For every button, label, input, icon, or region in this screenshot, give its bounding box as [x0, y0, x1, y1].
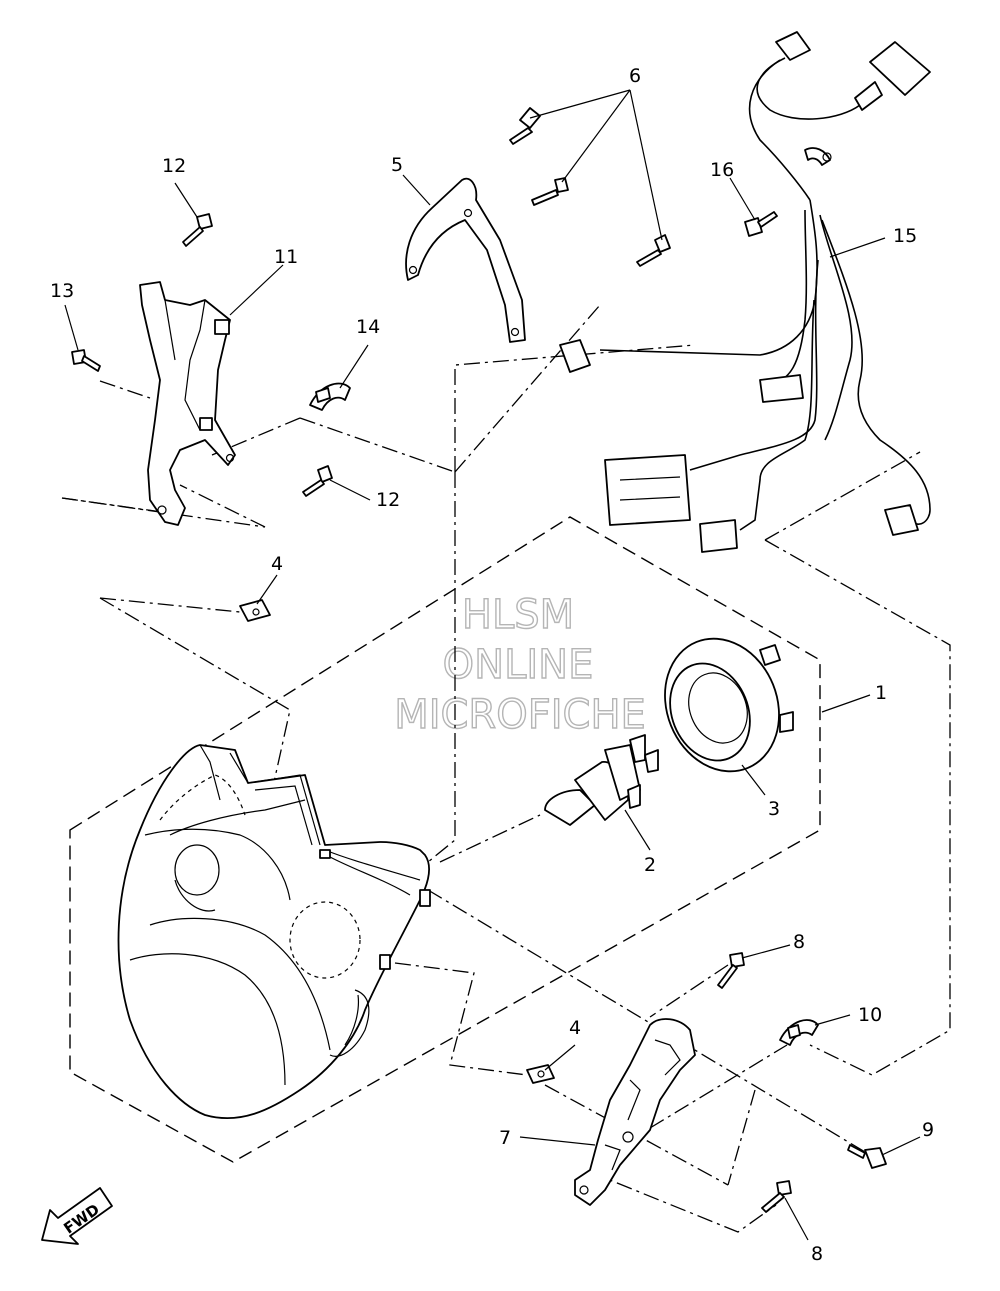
callout-14: 14 [356, 316, 380, 338]
callout-15: 15 [893, 225, 917, 247]
callout-8-lower: 8 [811, 1243, 823, 1265]
callout-11: 11 [274, 246, 298, 268]
watermark-line-2: ONLINE [443, 642, 594, 688]
callout-4-upper: 4 [271, 553, 283, 575]
leader-lines [64, 89, 921, 1241]
bolts-lower [717, 952, 887, 1213]
forward-direction-arrow: FWD [41, 1187, 113, 1245]
bulb-socket-cover [664, 637, 794, 773]
nut-4-upper [239, 599, 271, 622]
stay-bracket-7 [574, 1018, 696, 1206]
callout-8-upper: 8 [793, 931, 805, 953]
wire-harness-15 [559, 31, 931, 553]
watermark: HLSM ONLINE MICROFICHE [393, 591, 646, 738]
callout-5: 5 [391, 154, 403, 176]
callout-12-lower: 12 [376, 489, 400, 511]
callout-7: 7 [499, 1127, 511, 1149]
callout-1: 1 [875, 682, 887, 704]
headlight-housing [117, 744, 431, 1119]
callout-3: 3 [768, 798, 780, 820]
callout-16: 16 [710, 159, 734, 181]
callout-2: 2 [644, 854, 656, 876]
left-stay-bracket-11 [139, 281, 236, 526]
headlight-bulb [544, 734, 659, 826]
watermark-line-1: HLSM [462, 592, 574, 638]
stay-bracket-5 [405, 177, 526, 343]
connection-lines [61, 304, 951, 1233]
callout-12-upper: 12 [162, 155, 186, 177]
watermark-line-3: MICROFICHE [394, 692, 646, 738]
callout-4-lower: 4 [569, 1017, 581, 1039]
callout-10: 10 [858, 1004, 882, 1026]
callout-6: 6 [629, 65, 641, 87]
callouts: 1 2 3 4 4 5 6 7 8 8 9 10 11 12 12 13 14 … [50, 65, 934, 1265]
bolt-16 [744, 211, 778, 237]
bolts-6 [509, 107, 671, 267]
headlight-assembly-boundary [69, 516, 821, 1163]
callout-13: 13 [50, 280, 74, 302]
clamp-10 [779, 1019, 819, 1046]
bolts-left [71, 213, 333, 497]
nut-4-lower [526, 1064, 555, 1084]
callout-9: 9 [922, 1119, 934, 1141]
clamp-14 [309, 382, 351, 411]
